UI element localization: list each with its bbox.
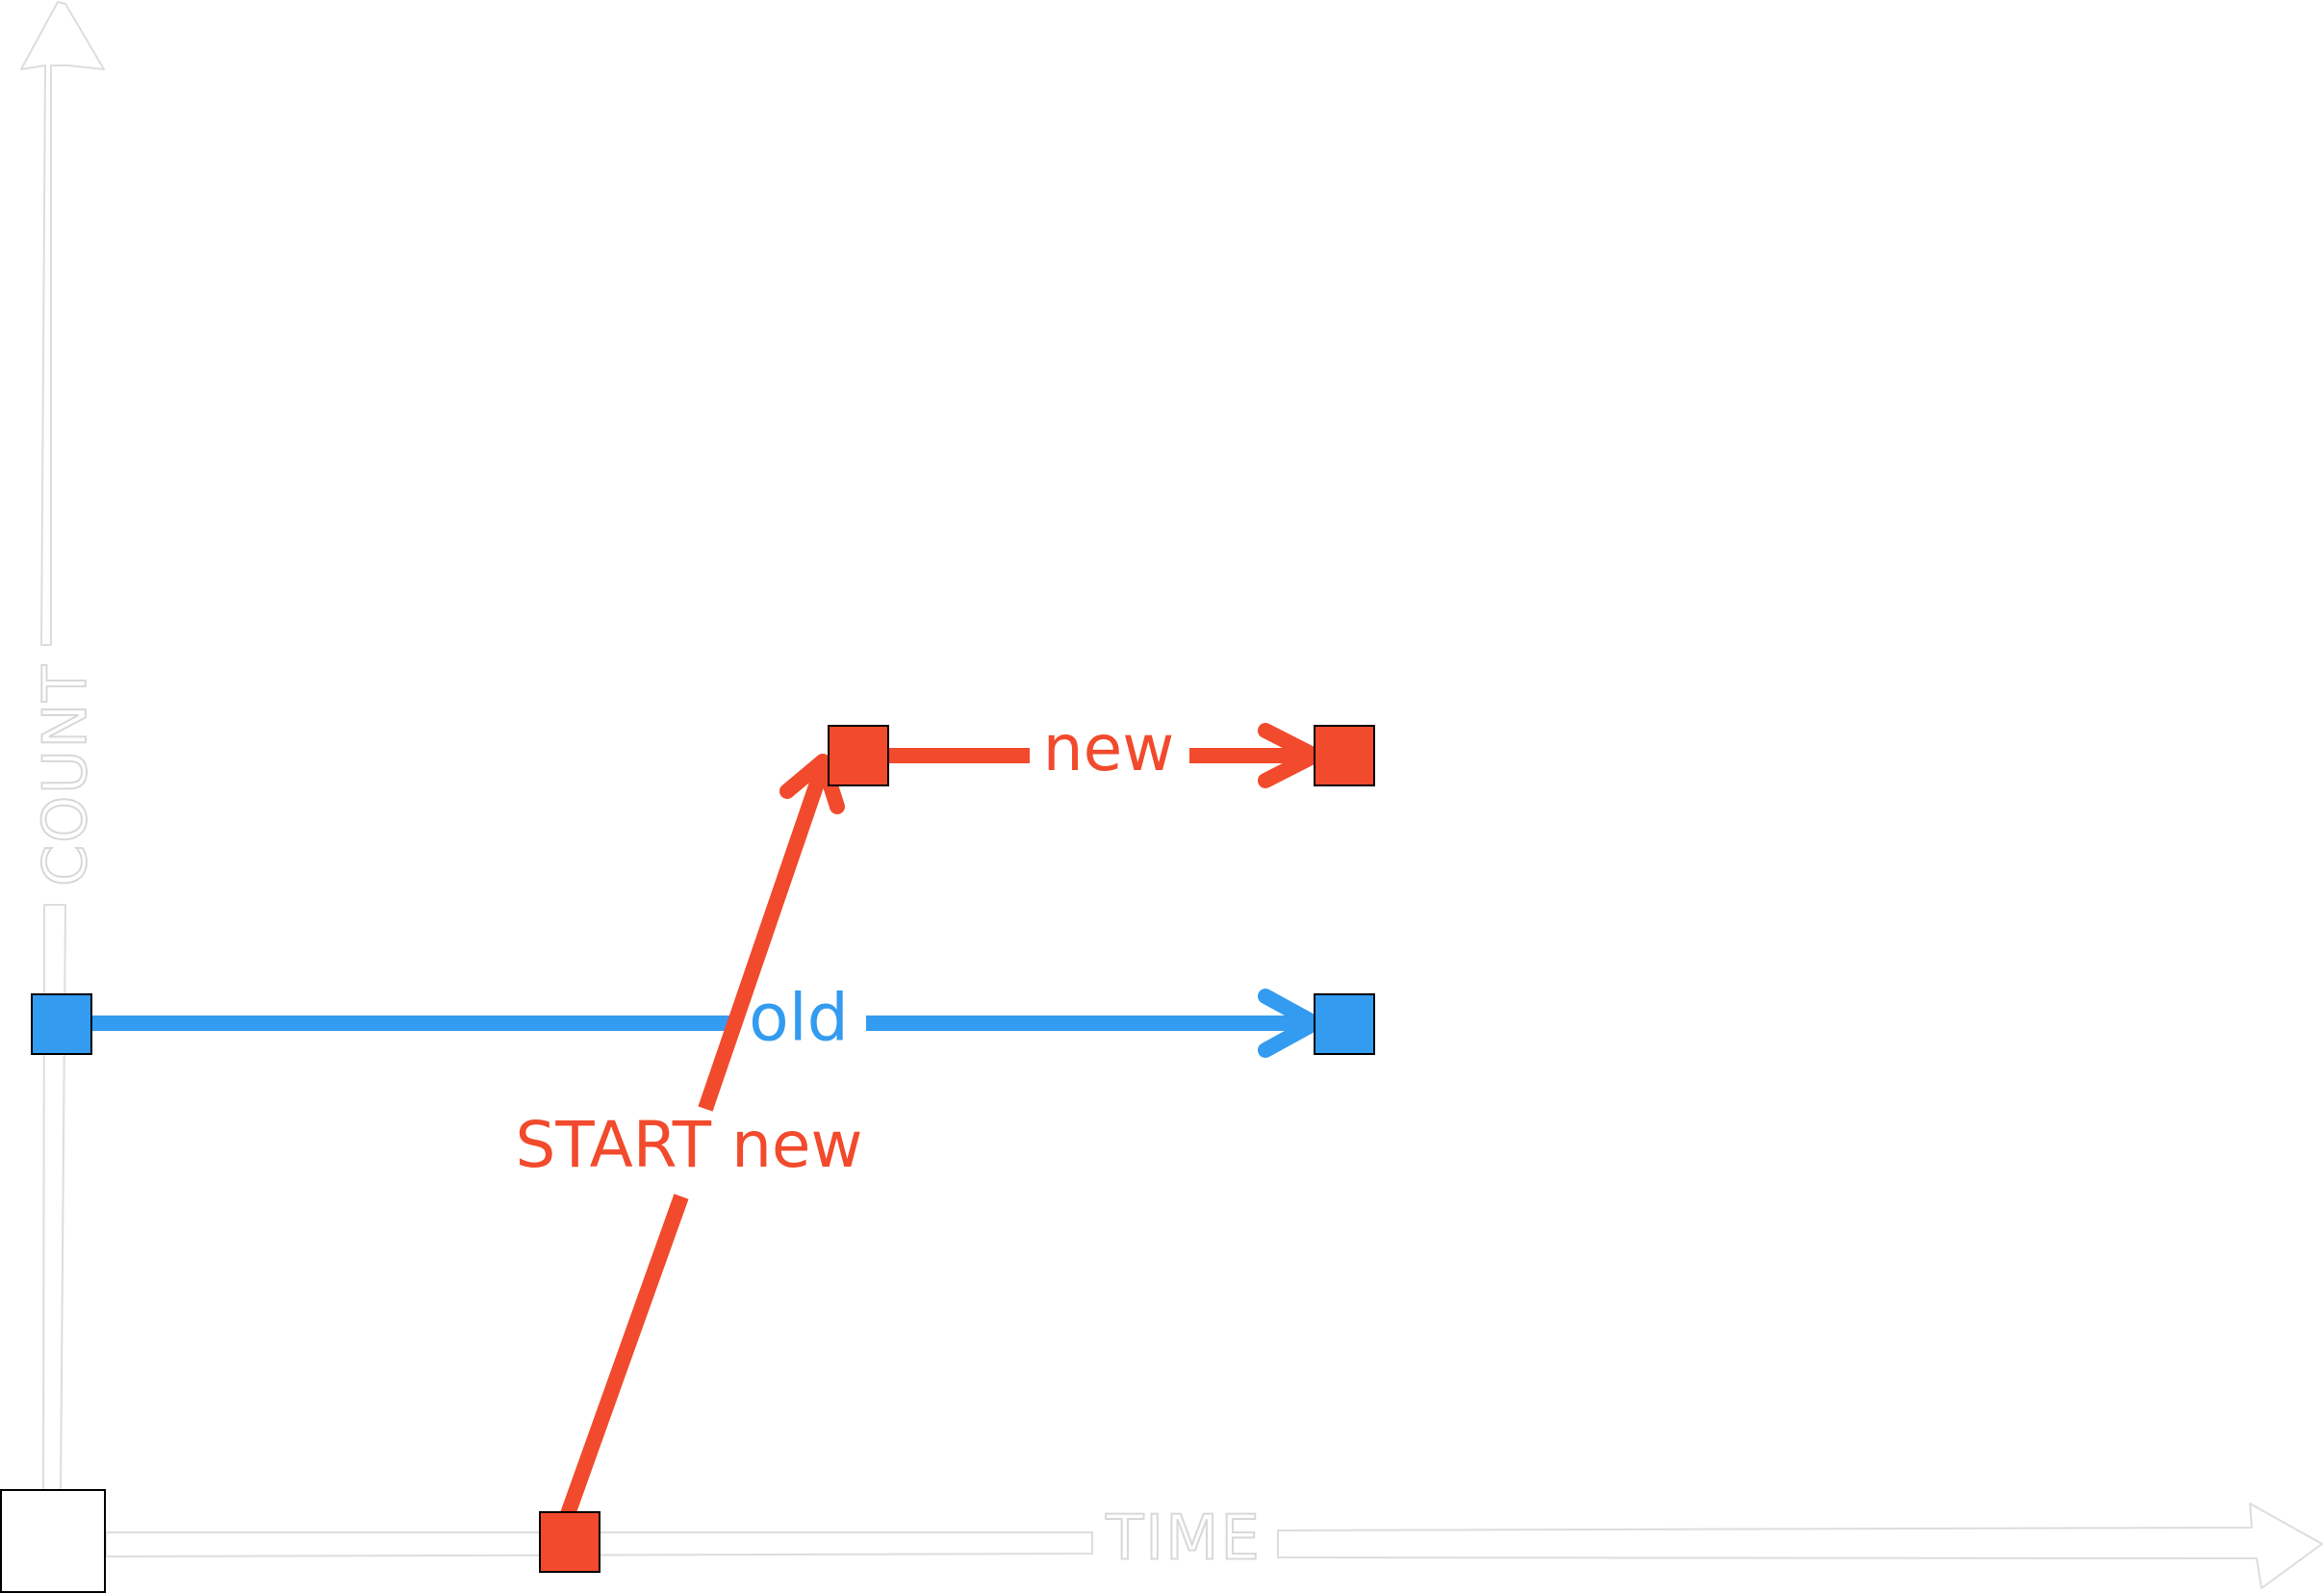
y-axis-arrow-upper <box>20 1 105 646</box>
x-axis-arrow-right <box>1277 1503 2323 1589</box>
new-start-node <box>828 725 889 786</box>
old-edge-label: old <box>749 981 849 1057</box>
y-axis-shaft-lower <box>42 904 66 1493</box>
start-new-edge-segment-lower <box>560 1194 689 1517</box>
old-edge <box>91 989 1322 1058</box>
old-end-node <box>1314 993 1375 1055</box>
start-new-edge-segment-upper <box>698 769 829 1112</box>
nodes <box>0 725 1375 1593</box>
start-new-edge-arrowhead <box>779 754 845 814</box>
old-start-node <box>31 993 92 1055</box>
x-axis-label: TIME <box>1105 1504 1262 1575</box>
new-end-node <box>1314 725 1375 786</box>
start-new-node <box>539 1511 600 1573</box>
origin-node <box>0 1489 106 1593</box>
start-new-edge-label: START new <box>515 1108 862 1182</box>
new-edge-label: new <box>1043 711 1174 785</box>
start-new-edge <box>560 754 845 1517</box>
y-axis-label: COUNT <box>30 663 100 887</box>
